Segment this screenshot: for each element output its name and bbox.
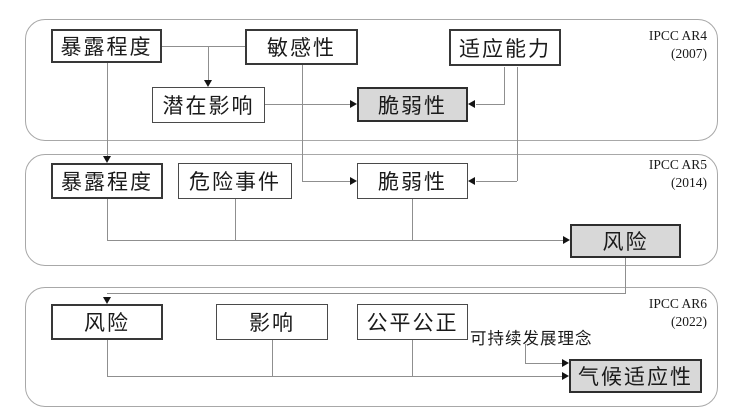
panel-ipcc-ar5 <box>25 154 718 266</box>
connector-ar5-exposure-down <box>107 199 108 240</box>
connector-ar5-risk-to-ar6-risk <box>107 293 626 294</box>
arrowhead-into-potential-impact <box>204 80 212 87</box>
panel-label-ar4: IPCC AR4 (2007) <box>557 27 707 62</box>
node-ar4-exposure: 暴露程度 <box>51 29 162 63</box>
arrowhead-into-ar4-vulnerability-right <box>468 100 475 108</box>
node-ar5-hazard-event: 危险事件 <box>178 163 292 199</box>
connector-ar5-bus-to-risk <box>107 240 563 241</box>
connector-adaptive-capacity-down <box>504 67 505 105</box>
panel-label-ar6-name: IPCC AR6 <box>648 296 707 311</box>
node-ar6-equity: 公平公正 <box>357 304 468 340</box>
node-ar4-potential-impact: 潜在影响 <box>152 87 265 123</box>
connector-ar6-equity-down <box>412 340 413 376</box>
connector-ar6-impact-down <box>272 340 273 376</box>
node-ar6-climate-resilience: 气候适应性 <box>569 359 702 393</box>
panel-ipcc-ar4 <box>25 19 718 141</box>
connector-adaptive-capacity-to-vulnerability <box>476 104 505 105</box>
panel-label-ar5-year: (2014) <box>671 174 707 190</box>
connector-sensitivity-to-ar5-vulnerability <box>302 181 350 182</box>
arrowhead-into-ar5-risk <box>563 236 570 244</box>
arrowhead-into-ar5-exposure <box>103 156 111 163</box>
arrowhead-into-ar5-vulnerability-right <box>468 177 475 185</box>
label-ar6-sustainable-development: 可持续发展理念 <box>470 329 593 348</box>
node-ar4-vulnerability: 脆弱性 <box>357 87 468 122</box>
node-ar5-vulnerability: 脆弱性 <box>357 163 468 199</box>
connector-ar5-vulnerability-down <box>412 199 413 240</box>
panel-label-ar4-name: IPCC AR4 <box>648 28 707 43</box>
node-ar6-risk: 风险 <box>51 304 163 340</box>
node-ar6-impact: 影响 <box>216 304 328 340</box>
panel-ipcc-ar6 <box>25 287 718 407</box>
connector-exposure-to-sensitivity <box>162 46 245 47</box>
node-ar4-sensitivity: 敏感性 <box>245 29 358 65</box>
connector-potential-impact-to-vulnerability <box>265 104 350 105</box>
connector-adaptive-capacity-down-long <box>517 67 518 181</box>
connector-sensitivity-down <box>302 65 303 181</box>
panel-label-ar6: IPCC AR6 (2022) <box>557 295 707 330</box>
arrowhead-into-ar5-vulnerability-left <box>350 177 357 185</box>
node-ar4-adaptive-capacity: 适应能力 <box>449 29 561 66</box>
connector-adaptive-capacity-to-ar5-vulnerability <box>476 181 517 182</box>
panel-label-ar5: IPCC AR5 (2014) <box>557 156 707 191</box>
connector-ar4-exposure-to-ar5-exposure <box>107 63 108 156</box>
connector-ar6-risk-down <box>107 340 108 376</box>
connector-ar5-hazard-down <box>235 199 236 240</box>
connector-sustainable-down <box>525 344 526 364</box>
arrowhead-into-ar4-vulnerability-left <box>350 100 357 108</box>
connector-ar5-risk-down <box>625 258 626 293</box>
connector-ar6-bus-to-resilience <box>107 376 562 377</box>
connector-down-to-potential-impact <box>208 46 209 80</box>
arrowhead-into-resilience-upper <box>562 359 569 367</box>
node-ar5-exposure: 暴露程度 <box>51 163 163 199</box>
panel-label-ar4-year: (2007) <box>671 45 707 61</box>
arrowhead-into-resilience-lower <box>562 372 569 380</box>
panel-label-ar5-name: IPCC AR5 <box>648 157 707 172</box>
connector-sustainable-to-resilience <box>525 363 562 364</box>
panel-label-ar6-year: (2022) <box>671 313 707 329</box>
node-ar5-risk: 风险 <box>570 224 681 258</box>
arrowhead-into-ar6-risk <box>103 297 111 304</box>
